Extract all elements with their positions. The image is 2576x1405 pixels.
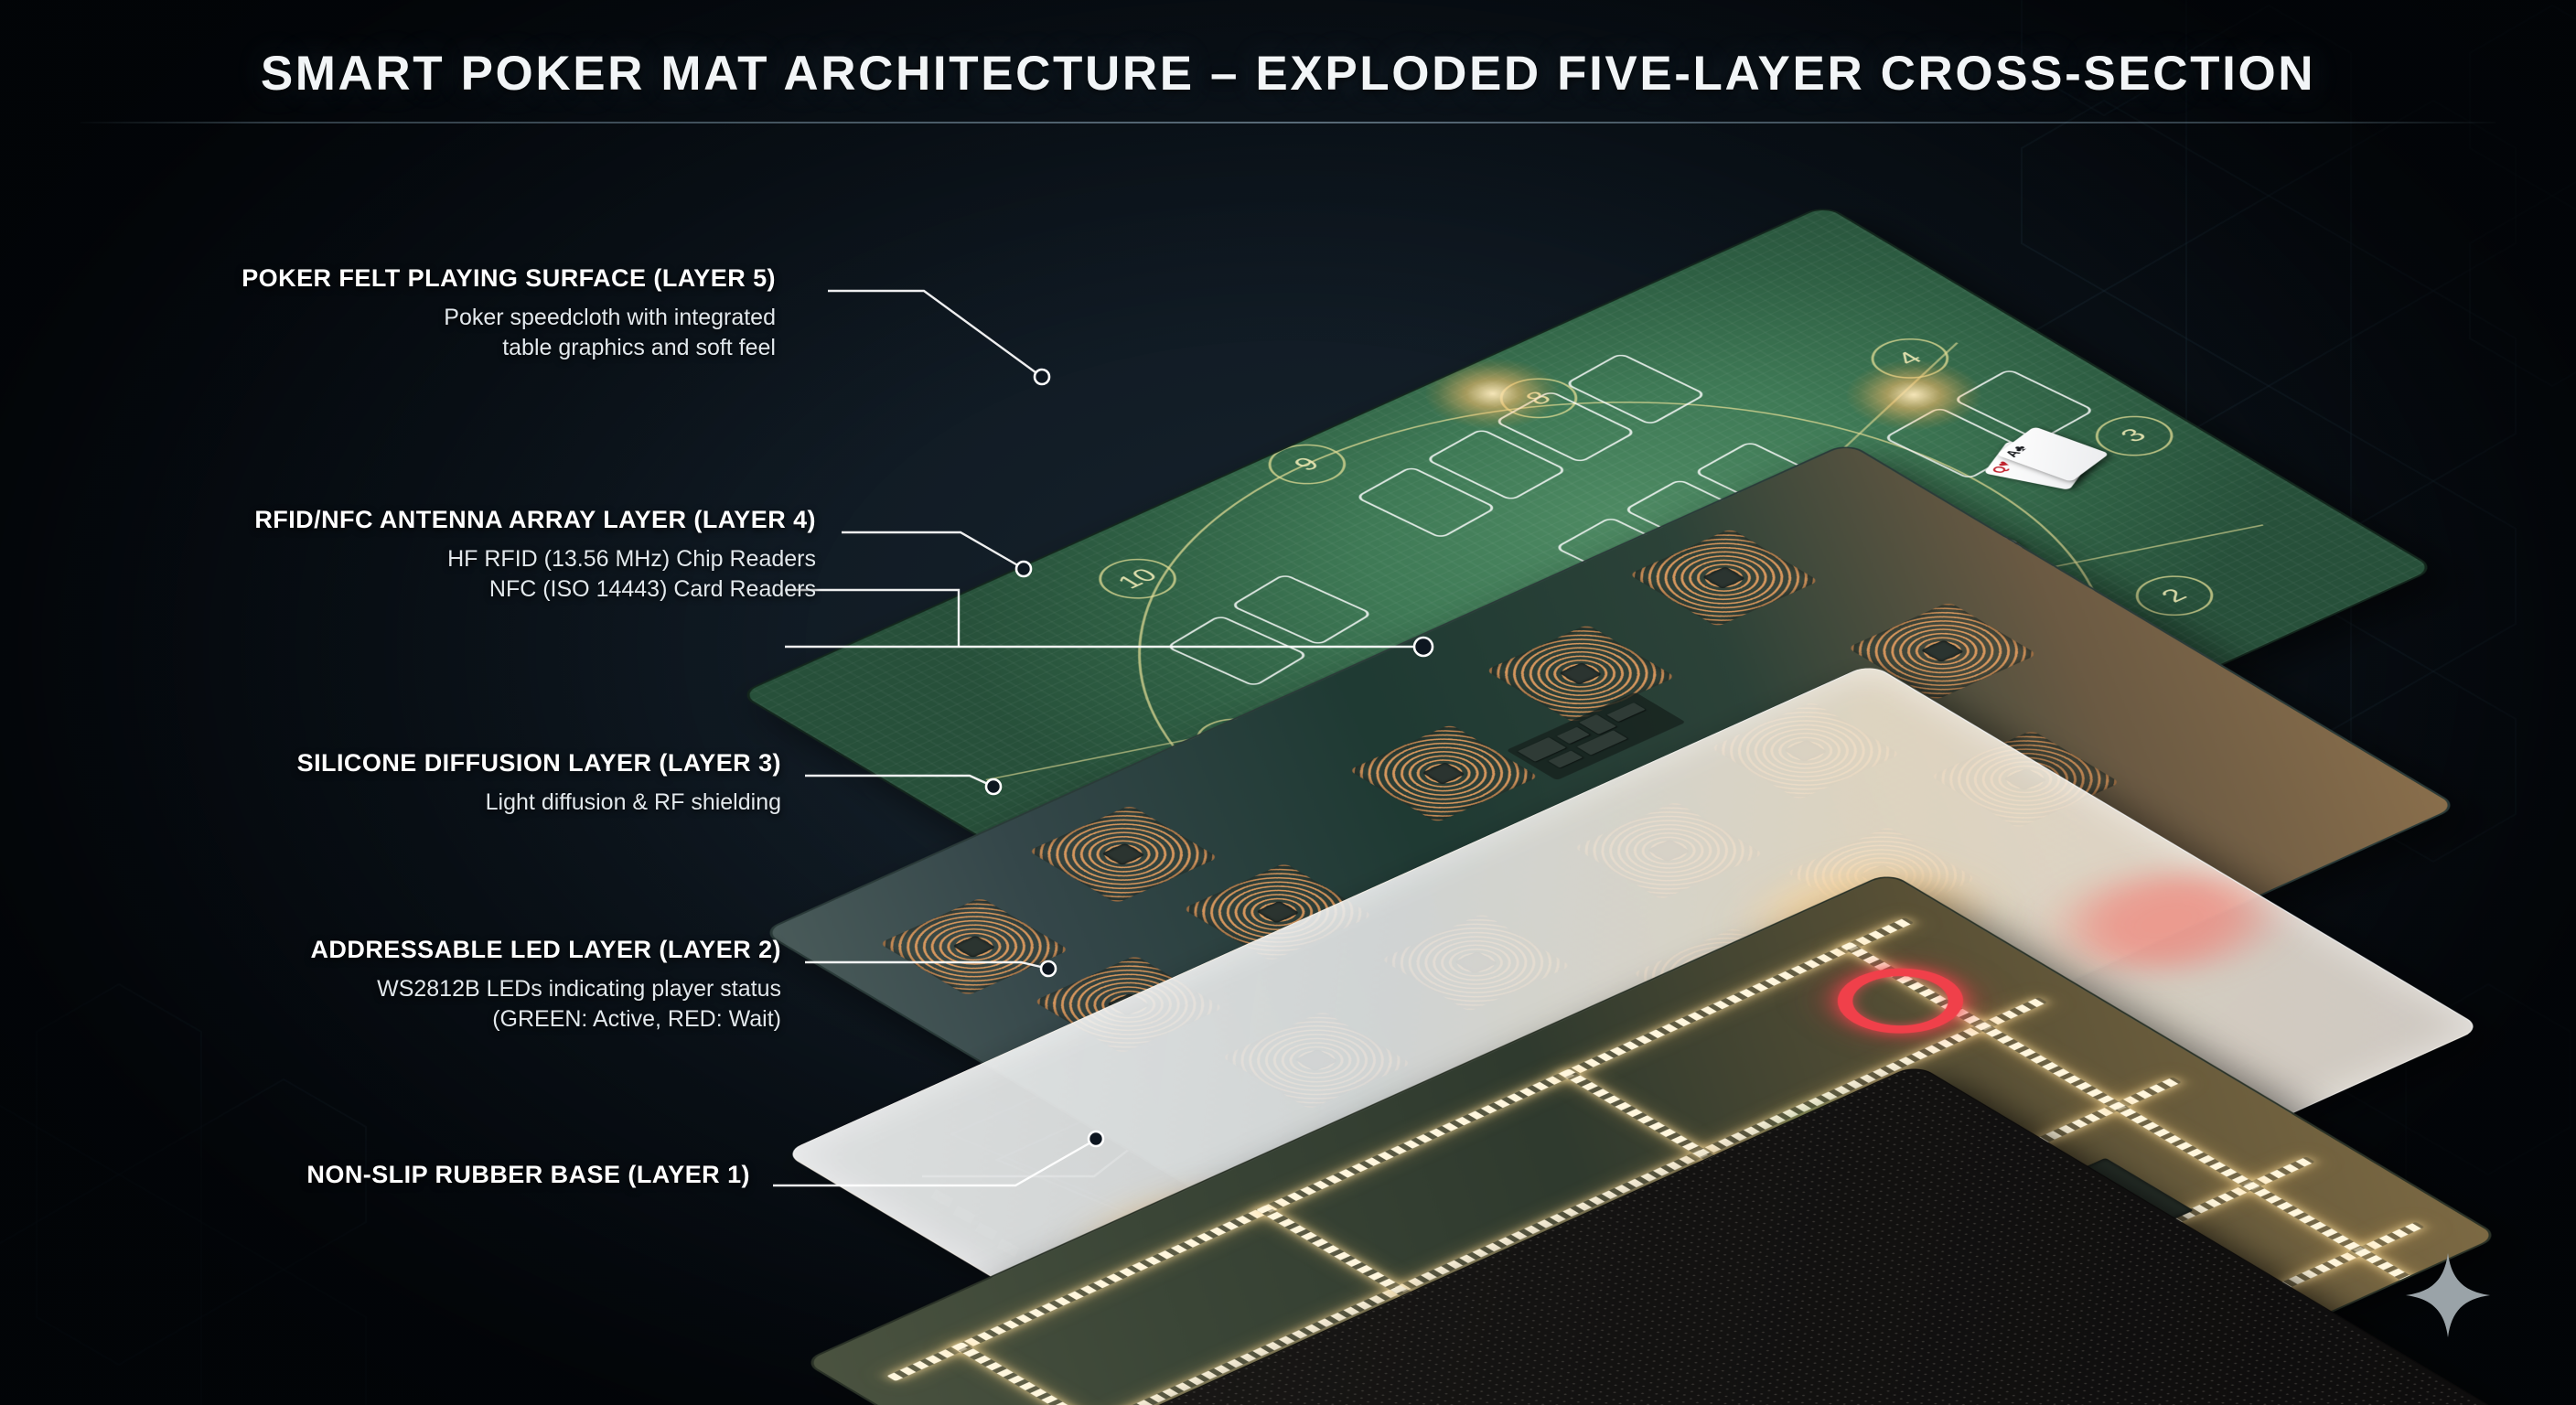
sparkle-icon: [2405, 1252, 2491, 1338]
rfid-antenna-coil: [1628, 528, 1819, 627]
rubber-grip-texture: [831, 1065, 2527, 1405]
callout-subline: Light diffusion & RF shielding: [485, 788, 781, 815]
callout-title-layer-3: SILICONE DIFFUSION LAYER (LAYER 3): [296, 749, 781, 777]
callout-title-layer-2: ADDRESSABLE LED LAYER (LAYER 2): [310, 936, 781, 963]
callout-sub-layer-3: Light diffusion & RF shielding: [297, 788, 781, 818]
callout-sub-layer-4: HF RFID (13.56 MHz) Chip Readers NFC (IS…: [254, 544, 816, 605]
callout-layer-2: ADDRESSABLE LED LAYER (LAYER 2) WS2812B …: [310, 935, 781, 1035]
callout-layer-1: NON-SLIP RUBBER BASE (LAYER 1): [306, 1160, 750, 1191]
page-title-block: SMART POKER MAT ARCHITECTURE – EXPLODED …: [0, 46, 2576, 123]
callout-subline: (GREEN: Active, RED: Wait): [492, 1005, 781, 1032]
callout-subline: HF RFID (13.56 MHz) Chip Readers: [447, 545, 816, 572]
callout-subline: NFC (ISO 14443) Card Readers: [488, 575, 816, 602]
callout-sub-layer-2: WS2812B LEDs indicating player status (G…: [310, 974, 781, 1035]
callout-subline: Poker speedcloth with integrated: [444, 304, 776, 330]
rubber-base-surface: [829, 1064, 2528, 1405]
callout-layer-4: RFID/NFC ANTENNA ARRAY LAYER (LAYER 4) H…: [254, 505, 816, 605]
callout-title-layer-1: NON-SLIP RUBBER BASE (LAYER 1): [306, 1161, 750, 1188]
callout-title-layer-5: POKER FELT PLAYING SURFACE (LAYER 5): [242, 264, 776, 292]
title-divider: [80, 122, 2496, 123]
callout-layer-3: SILICONE DIFFUSION LAYER (LAYER 3) Light…: [297, 748, 781, 818]
callout-title-layer-4: RFID/NFC ANTENNA ARRAY LAYER (LAYER 4): [254, 506, 816, 533]
callout-sub-layer-5: Poker speedcloth with integrated table g…: [242, 303, 776, 363]
callout-subline: WS2812B LEDs indicating player status: [377, 975, 781, 1002]
page-title: SMART POKER MAT ARCHITECTURE – EXPLODED …: [260, 47, 2316, 101]
callout-layer-5: POKER FELT PLAYING SURFACE (LAYER 5) Pok…: [242, 263, 776, 363]
callout-subline: table graphics and soft feel: [502, 334, 776, 360]
layer-1-non-slip-rubber-base: [829, 1015, 2528, 1405]
seat-position: 4: [1855, 330, 1965, 387]
